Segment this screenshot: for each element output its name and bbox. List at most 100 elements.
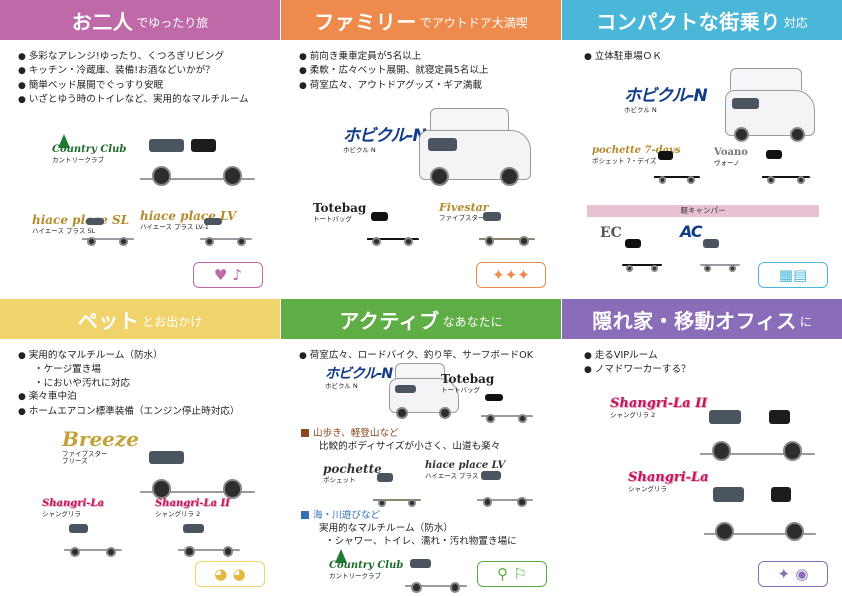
van-image: [481, 387, 533, 423]
van-image: [373, 465, 421, 507]
feature-item: 前向き乗車定員が5名以上: [299, 50, 489, 64]
van-image: [140, 128, 255, 186]
van-image: [419, 108, 531, 186]
van-image: [700, 397, 815, 461]
panel-title: アクティブ: [339, 308, 440, 333]
van-image: [367, 204, 419, 246]
feature-item: 走るVIPルーム: [584, 349, 691, 363]
van-image: [622, 232, 662, 272]
pet-icon: ◕ ◕: [195, 561, 265, 587]
van-image: [654, 144, 700, 184]
city-icon: ▦▤: [758, 262, 828, 288]
tree-icon: [335, 549, 347, 563]
feature-item: 簡単ベッド展開でぐっすり安眠: [18, 79, 249, 93]
feature-item: 実用的なマルチルーム（防水）: [18, 349, 240, 363]
mountain-desc: 比較的ボディサイズが小さく、山道も楽々: [319, 441, 501, 452]
feature-item: 荷室広々、ロードバイク、釣り竿、サーフボードOK: [299, 349, 533, 363]
panel-header: お二人でゆったり旅: [0, 0, 280, 40]
panel-subtitle: でアウトドア大満喫: [419, 16, 528, 30]
panel-title: ファミリー: [314, 9, 417, 34]
van-image: [700, 232, 740, 272]
van-image: [704, 473, 816, 541]
river-section: 海・川遊びなど: [301, 509, 380, 522]
van-image: [762, 142, 810, 184]
river-desc-2: ・シャワー、トイレ、濡れ・汚れ物置き場に: [325, 536, 517, 547]
panel-title: 隠れ家・移動オフィス: [592, 308, 797, 333]
ac-logo: AC: [680, 222, 703, 241]
feature-list: 立体駐車場ＯＫ: [584, 50, 662, 64]
feature-item: ホームエアコン標準装備（エンジン停止時対応）: [18, 405, 240, 419]
panel-subtitle: に: [799, 315, 812, 329]
panel-subtitle: とお出かけ: [142, 315, 203, 329]
river-title: 海・川遊びなど: [313, 510, 381, 521]
feature-item: ノマドワーカーする？: [584, 363, 691, 377]
feature-subitem: ・においや汚れに対応: [34, 377, 130, 389]
tree-icon: [58, 134, 70, 148]
feature-item: いざとゆう時のトイレなど、実用的なマルチルーム: [18, 93, 249, 107]
panel-title: ペット: [77, 308, 140, 333]
panel-header: コンパクトな街乗り対応: [562, 0, 842, 40]
van-image: [82, 212, 134, 246]
panel-header: アクティブなあなたに: [281, 299, 561, 339]
van-image: [477, 463, 533, 507]
office-icon: ✦ ◉: [758, 561, 828, 587]
panel-header: 隠れ家・移動オフィスに: [562, 299, 842, 339]
feature-item: 楽々車中泊: [18, 390, 240, 404]
feature-list: 多彩なアレンジ!ゆったり、くつろぎリビング キッチン・冷蔵庫、装備!お酒などいか…: [18, 50, 249, 108]
panel-subtitle: なあなたに: [442, 315, 503, 329]
panel-title: お二人: [71, 9, 134, 34]
van-image: [389, 363, 459, 419]
square-bullet: [301, 511, 309, 519]
mountain-section: 山歩き、軽登山など: [301, 427, 399, 440]
feature-list: 走るVIPルーム ノマドワーカーする？: [584, 349, 691, 378]
van-image: [405, 551, 467, 593]
panel-header: ファミリーでアウトドア大満喫: [281, 0, 561, 40]
feature-subitem: ・ケージ置き場: [34, 364, 101, 376]
panel-subtitle: でゆったり旅: [136, 16, 209, 30]
family-icon: ✦✦✦: [476, 262, 546, 288]
mountain-title: 山歩き、軽登山など: [313, 428, 399, 439]
ec-logo: EC: [600, 225, 622, 241]
feature-item: キッチン・冷蔵庫、装備!お酒などいかが？: [18, 64, 249, 78]
van-image: [178, 517, 240, 557]
couple-icon: ♥ ♪: [193, 262, 263, 288]
feature-list: 荷室広々、ロードバイク、釣り竿、サーフボードOK: [299, 349, 533, 363]
feature-item: 荷室広々、アウトドアグッズ・ギア満載: [299, 79, 489, 93]
kei-camper-label: 軽キャンパー: [587, 205, 819, 217]
square-bullet: [301, 429, 309, 437]
van-image: [64, 517, 122, 557]
activity-icon: ⚲ ⚐: [477, 561, 547, 587]
van-image: [725, 68, 815, 142]
van-image: [140, 439, 255, 499]
van-image: [479, 204, 535, 246]
feature-item: 立体駐車場ＯＫ: [584, 50, 662, 64]
panel-subtitle: 対応: [783, 16, 808, 30]
feature-list: 実用的なマルチルーム（防水） ・ケージ置き場 ・においや汚れに対応 楽々車中泊 …: [18, 349, 240, 419]
feature-list: 前向き乗車定員が5名以上 柔軟・広々ベット展開、就寝定員5名以上 荷室広々、アウ…: [299, 50, 489, 93]
panel-header: ペットとお出かけ: [0, 299, 280, 339]
